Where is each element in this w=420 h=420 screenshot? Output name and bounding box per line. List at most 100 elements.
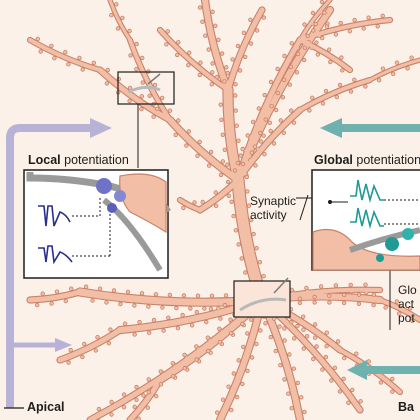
synaptic-label-line2: activity [250,207,287,222]
dendritic-spine [80,67,85,72]
dendritic-spine [49,43,54,49]
dendritic-spine [254,245,259,251]
dendritic-spine [366,359,371,364]
dendritic-spine [337,389,343,394]
dendritic-spine [240,321,245,327]
dendritic-spine [219,117,224,122]
dendritic-spine [295,380,300,386]
dendritic-spine [278,118,283,123]
dendritic-spine [214,410,220,415]
dendrite-branch [108,0,132,42]
dendritic-spine [320,35,325,41]
dendritic-spine [263,321,268,326]
dendritic-spine [245,368,250,373]
dendritic-spine [120,15,125,21]
dendritic-spine [282,338,287,343]
dendritic-spine [159,95,165,101]
dendritic-spine [105,67,110,73]
dendritic-spine [258,139,264,144]
dendritic-spine [109,12,114,18]
dendritic-spine [257,260,263,265]
dendritic-spine [295,51,301,57]
dendritic-spine [231,371,236,376]
dendritic-spine [205,335,210,340]
dendritic-spine [377,77,382,83]
dendritic-spine [262,151,267,157]
dendritic-spine [289,406,294,411]
dendritic-spine [390,389,395,394]
dendritic-spine [311,356,316,362]
global-potentiation-inset [311,169,420,271]
dendritic-spine [314,344,319,349]
dendritic-spine [206,47,211,52]
dendritic-spine [358,399,363,404]
global-act-line1: Glo [398,284,417,297]
dendritic-spine [52,56,57,61]
dendritic-spine [83,284,89,289]
dendritic-spine [213,190,218,195]
dendritic-spine [230,57,235,62]
dendrite-branch [378,298,420,322]
dendritic-spine [390,376,395,382]
dendritic-spine [209,293,215,298]
dendritic-spine [164,42,169,47]
dendritic-spine [35,36,40,42]
local-zoom-source-box [117,71,175,105]
dendritic-spine [91,60,96,66]
dendritic-spine [35,302,40,308]
dendritic-spine [302,45,307,50]
local-title-bold: Local [28,153,61,167]
dendritic-spine [315,52,320,57]
dendritic-spine [154,106,160,111]
global-activity-label: Glo act pot [398,284,417,325]
dendritic-spine [236,358,241,363]
basal-label: Ba [398,400,414,414]
dendritic-spine [232,93,238,98]
dendritic-spine [66,360,71,365]
dendritic-spine [228,317,233,322]
dendritic-spine [320,367,325,372]
dendritic-spine [256,106,261,111]
dendritic-spine [54,289,60,294]
dendritic-spine [181,205,186,211]
dendritic-spine [363,84,368,89]
dendrite-branch [28,38,102,72]
dendritic-spine [132,404,137,409]
dendritic-spine [258,130,263,136]
dendritic-spine [146,330,152,335]
dendritic-spine [122,321,128,326]
dendritic-spine [194,357,199,362]
dendritic-spine [333,32,339,37]
dendritic-spine [307,108,312,113]
dendritic-spine [218,316,223,321]
dendritic-spine [327,293,332,298]
dendritic-spine [324,344,329,349]
dendritic-spine [175,325,181,331]
dendritic-spine [268,128,273,134]
dendritic-spine [311,28,316,33]
dendritic-spine [394,299,399,304]
dendritic-spine [38,49,43,54]
dendritic-spine [320,101,326,106]
dendritic-spine [218,102,223,107]
dendritic-spine [104,81,110,86]
dendritic-spine [140,80,145,85]
dendritic-spine [409,55,414,60]
dendrite-branch [27,289,83,303]
dendritic-spine [342,355,347,361]
dendritic-spine [371,302,376,308]
dendrite-branch [235,107,303,183]
dendritic-spine [108,327,113,332]
dendritic-spine [186,50,192,55]
dendritic-spine [63,50,68,55]
dendritic-spine [240,344,246,350]
dendritic-spine [182,365,188,371]
global-title-clip: Global potentiation [314,152,420,170]
dendritic-spine [233,228,239,233]
dendritic-spine [152,82,158,88]
dendritic-spine [363,282,368,287]
dendritic-spine [277,324,282,329]
dendritic-spine [132,332,137,337]
dendritic-spine [49,301,54,306]
dendritic-spine [244,174,249,180]
